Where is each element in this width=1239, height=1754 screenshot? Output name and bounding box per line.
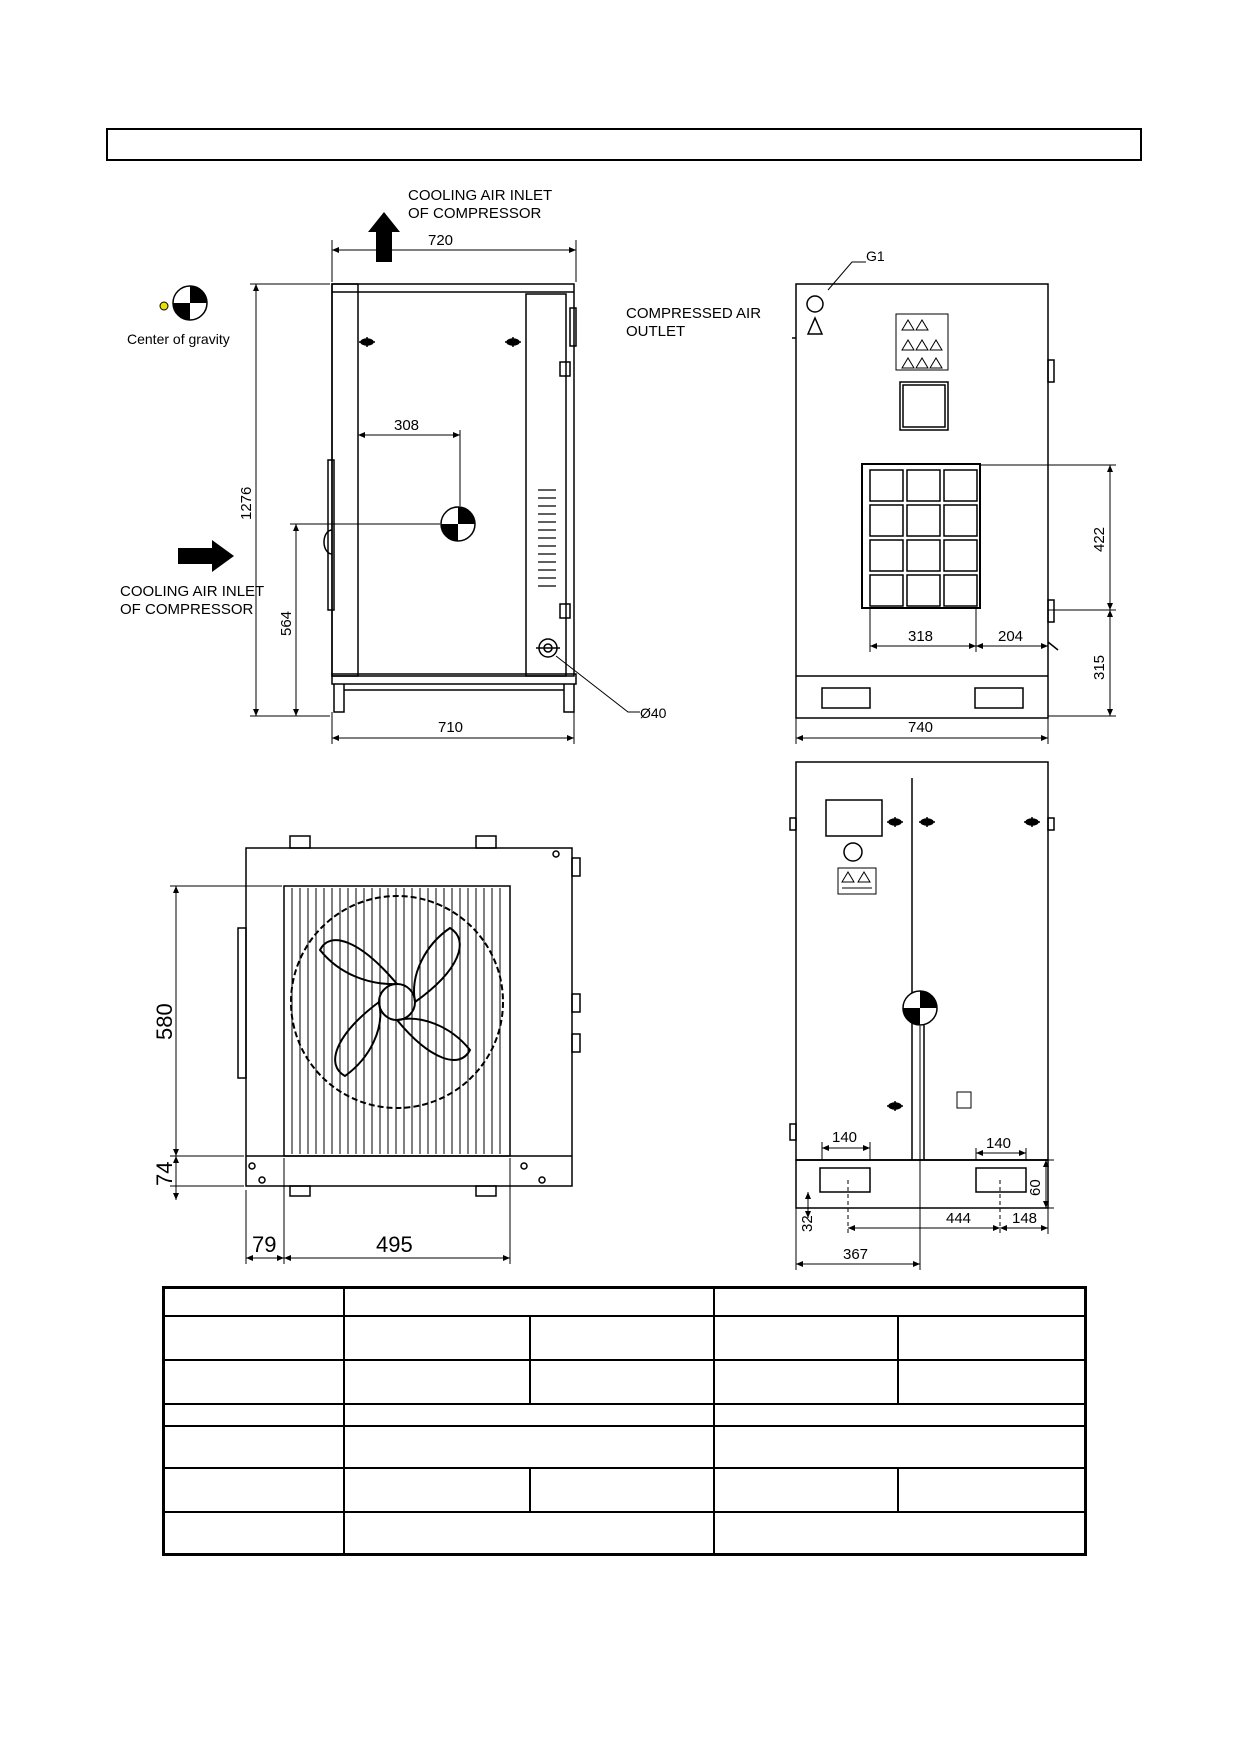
table-cell [712, 1511, 1087, 1556]
table-cell [162, 1511, 345, 1556]
table-row [162, 1511, 1087, 1556]
table-cell [712, 1358, 899, 1405]
table-cell [896, 1314, 1087, 1361]
table-row [162, 1358, 1087, 1405]
table-cell [528, 1314, 715, 1361]
compressed-air-outlet-label-1: COMPRESSED AIR [626, 305, 761, 322]
dim-side-filter-height: 422 [1091, 527, 1108, 552]
table-row [162, 1424, 1087, 1470]
dim-side-filter-bottom: 315 [1091, 655, 1108, 680]
dim-rear-367: 367 [843, 1246, 868, 1263]
dim-front-top-width: 720 [428, 232, 453, 249]
cooling-inlet-left-label-2: OF COMPRESSOR [120, 601, 254, 618]
table-cell [342, 1402, 715, 1427]
cooling-inlet-left-label-1: COOLING AIR INLET [120, 583, 264, 600]
dim-rear-left-140: 140 [832, 1129, 857, 1146]
dim-top-fan-width: 495 [376, 1232, 413, 1257]
dim-rear-444: 444 [946, 1210, 971, 1227]
dim-top-fan-height: 580 [152, 1003, 177, 1040]
side-filter [861, 463, 981, 609]
table-cell [712, 1424, 1087, 1470]
section-title-box [106, 128, 1142, 161]
technical-drawing: COOLING AIR INLET OF COMPRESSOR COOLING … [120, 187, 1116, 1270]
dim-rear-60: 60 [1027, 1179, 1044, 1196]
table-cell [528, 1467, 715, 1514]
table-cell [342, 1286, 715, 1317]
cooling-inlet-top-label-1: COOLING AIR INLET [408, 187, 552, 204]
table-cell [528, 1358, 715, 1405]
spec-table [162, 1286, 1087, 1556]
table-cell [712, 1286, 1087, 1317]
dim-side-filter-width: 318 [908, 628, 933, 645]
cooling-inlet-top-label-2: OF COMPRESSOR [408, 205, 542, 222]
table-cell [712, 1467, 899, 1514]
dim-rear-right-140: 140 [986, 1135, 1011, 1152]
dim-side-filter-offset: 204 [998, 628, 1023, 645]
dim-front-height: 1276 [238, 487, 255, 520]
compressed-air-outlet-label-2: OUTLET [626, 323, 685, 340]
table-cell [342, 1314, 531, 1361]
side-view [792, 261, 1116, 744]
table-cell [712, 1402, 1087, 1427]
table-cell [162, 1358, 345, 1405]
dim-front-cog-x: 308 [394, 417, 419, 434]
top-view [170, 835, 581, 1264]
dim-rear-148: 148 [1012, 1210, 1037, 1227]
rear-view [789, 761, 1055, 1270]
front-view [159, 212, 640, 744]
dim-front-base-width: 710 [438, 719, 463, 736]
table-cell [162, 1467, 345, 1514]
table-cell [896, 1467, 1087, 1514]
table-row [162, 1402, 1087, 1427]
table-row [162, 1286, 1087, 1317]
table-cell [342, 1467, 531, 1514]
table-cell [162, 1424, 345, 1470]
dim-front-cog-height: 564 [278, 611, 295, 636]
table-row [162, 1314, 1087, 1361]
dim-rear-32: 32 [799, 1215, 816, 1232]
table-cell [342, 1358, 531, 1405]
dim-side-base-width: 740 [908, 719, 933, 736]
diameter-label: Ø40 [640, 705, 667, 721]
g1-label: G1 [866, 248, 885, 264]
table-cell [162, 1286, 345, 1317]
dim-top-fan-bottom: 74 [152, 1162, 177, 1186]
center-of-gravity-label: Center of gravity [127, 331, 230, 347]
table-cell [342, 1511, 715, 1556]
table-cell [342, 1424, 715, 1470]
dim-top-fan-left: 79 [252, 1232, 276, 1257]
table-cell [162, 1314, 345, 1361]
table-cell [896, 1358, 1087, 1405]
table-row [162, 1467, 1087, 1514]
table-cell [712, 1314, 899, 1361]
table-cell [162, 1402, 345, 1427]
